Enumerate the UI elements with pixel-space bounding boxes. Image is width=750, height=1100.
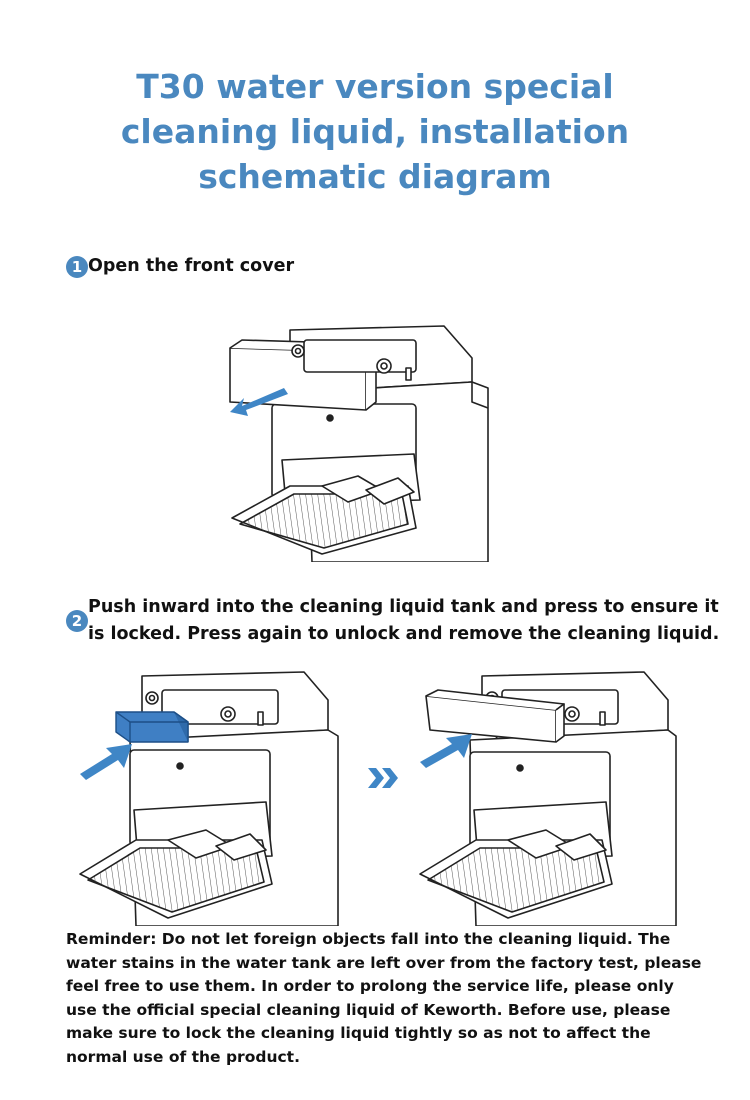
step-1: 1 Open the front cover: [66, 253, 294, 280]
station-press-to-lock-illustration: [419, 671, 677, 926]
cleaning-liquid-tank: [115, 711, 189, 743]
step-2: 2 Push inward into the cleaning liquid t…: [66, 594, 728, 648]
push-in-arrow-icon: [80, 744, 132, 780]
page-title: T30 water version special cleaning liqui…: [120, 67, 630, 196]
step-2-number-badge: 2: [66, 610, 88, 632]
station-cover-open-illustration: [229, 325, 489, 562]
station-insert-liquid-tank-illustration: [79, 671, 339, 926]
step-1-number-badge: 1: [66, 256, 88, 278]
reminder-note: Reminder: Do not let foreign objects fal…: [66, 930, 702, 1066]
step-2-text: Push inward into the cleaning liquid tan…: [88, 597, 720, 644]
press-arrow-icon: [420, 734, 472, 768]
double-chevron-right-icon: [368, 768, 398, 788]
open-cover-arrow-icon: [230, 388, 288, 416]
step-1-text: Open the front cover: [88, 256, 295, 276]
